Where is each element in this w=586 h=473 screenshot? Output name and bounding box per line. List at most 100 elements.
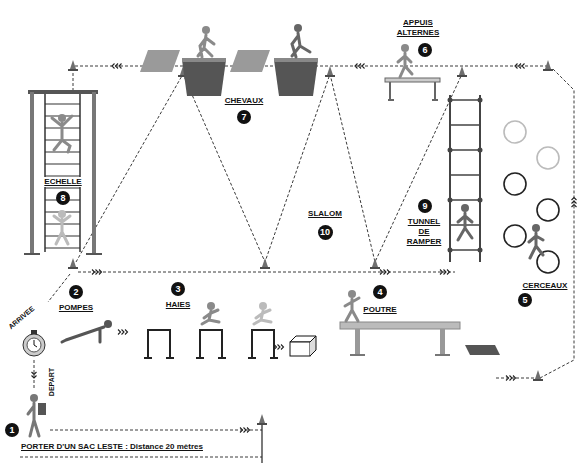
crawl-tunnel (478, 98, 483, 103)
athlete-figure (62, 320, 112, 342)
athlete-figure (398, 44, 412, 77)
ladder (24, 253, 102, 255)
station-label: HAIES (165, 300, 191, 310)
athlete-figure (58, 210, 66, 218)
course-path (78, 272, 455, 273)
hoop (537, 199, 559, 221)
ladder (28, 90, 98, 94)
cone (68, 258, 78, 269)
hurdle (144, 330, 278, 358)
hurdle (144, 330, 174, 358)
direction-chevron (355, 64, 365, 69)
stopwatch (23, 330, 45, 356)
direction-chevron (118, 330, 128, 335)
athlete-figure (292, 33, 310, 57)
step-table (388, 82, 438, 100)
callout-number: 6 (418, 43, 432, 57)
athlete-figure (254, 310, 271, 324)
athlete-figure (28, 403, 39, 436)
ladder (92, 92, 96, 254)
balance-beam (350, 354, 450, 356)
athlete-figure (529, 224, 543, 258)
step-table (385, 78, 440, 82)
stopwatch (23, 334, 45, 356)
station-label: PORTER D'UN SAC LESTE : Distance 20 mètr… (20, 442, 204, 452)
ladder (24, 90, 102, 254)
station-label: CERCEAUX (522, 281, 569, 291)
ladder (45, 94, 80, 252)
direction-chevron (92, 270, 102, 275)
ladder (45, 104, 80, 248)
station-label: CHEVAUX (224, 96, 265, 106)
athlete-figure (52, 116, 72, 152)
crawl-tunnel (450, 100, 480, 250)
cone (533, 370, 543, 381)
crawl-tunnel (478, 148, 483, 153)
hoop (504, 121, 559, 273)
athlete-figure (207, 302, 215, 310)
direction-chevron (240, 428, 250, 433)
station-label: TUNNEL DE RAMPER (402, 217, 446, 247)
callout-number: 4 (373, 285, 387, 299)
ladder (30, 92, 34, 254)
hurdle (248, 330, 278, 358)
direction-chevron (506, 376, 516, 381)
crawl-tunnel (448, 148, 453, 153)
athlete-figure (461, 204, 469, 212)
athlete-figure (398, 53, 412, 77)
balance-beam (465, 345, 500, 355)
course-path (20, 66, 574, 457)
athlete-figure (202, 310, 219, 324)
athlete-figure (348, 290, 356, 298)
callout-number: 10 (318, 225, 333, 240)
athlete-figure (28, 394, 46, 436)
callout-number: 8 (56, 191, 70, 205)
direction-chevron (380, 270, 390, 275)
athlete-figure (532, 224, 540, 232)
athlete-figure (30, 394, 38, 402)
cone (68, 60, 553, 425)
balance-beam (440, 329, 445, 355)
vaulting-horse (182, 58, 226, 62)
callout-number: 3 (171, 282, 185, 296)
distance-tick (261, 424, 262, 463)
crawl-tunnel (450, 95, 480, 262)
step-table (385, 78, 440, 100)
balance-beam (355, 329, 360, 355)
athlete-figure (401, 44, 409, 52)
crawl-tunnel (478, 248, 483, 253)
course-path (50, 430, 262, 431)
athlete-figure (529, 233, 543, 258)
athlete-figure (202, 26, 210, 34)
hoop (504, 121, 526, 143)
direction-chevron (274, 345, 284, 350)
hurdle (196, 330, 226, 358)
course-path (76, 74, 462, 262)
athlete-figure (198, 24, 310, 57)
balance-beam (310, 336, 316, 356)
crawl-tunnel (448, 95, 483, 262)
cone (68, 60, 78, 71)
athlete-figure (458, 213, 472, 240)
athlete-figure (54, 216, 70, 244)
hoop (504, 225, 526, 247)
athlete-figure (345, 298, 359, 321)
athlete-figure (62, 327, 104, 342)
cone (543, 60, 553, 71)
station-label: APPUIS ALTERNES (389, 18, 447, 38)
cone (457, 66, 467, 77)
callout-number: 7 (237, 110, 251, 124)
station-label: DEPART (47, 367, 57, 397)
athlete-figure (458, 204, 472, 240)
course-path (48, 274, 70, 302)
cone (257, 414, 267, 425)
callout-number: 1 (5, 423, 19, 437)
station-label: SLALOM (307, 209, 343, 219)
course-path (20, 457, 262, 458)
direction-chevron (32, 64, 577, 433)
vaulting-horse (182, 60, 226, 96)
vaulting-horse (140, 50, 180, 72)
direction-chevron (32, 372, 37, 378)
